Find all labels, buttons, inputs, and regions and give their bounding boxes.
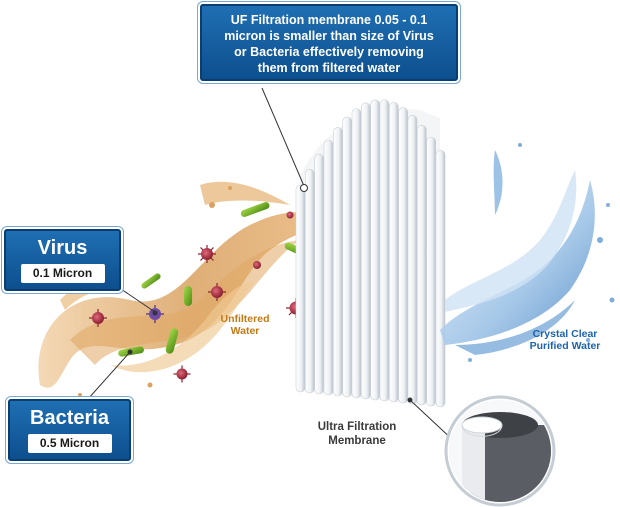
uf-callout-line-4: them from filtered water	[257, 61, 401, 75]
membrane-tube	[426, 136, 436, 407]
membrane-tube	[417, 125, 427, 406]
virus-label-box: Virus 0.1 Micron	[4, 229, 121, 291]
membrane-label-line-2: Membrane	[328, 435, 386, 447]
clean-water-splash	[440, 143, 615, 362]
membrane-tube	[389, 101, 399, 403]
uf-membrane-callout: UF Filtration membrane 0.05 - 0.1 micron…	[200, 4, 458, 81]
membrane-tube	[295, 184, 306, 393]
virus-particle	[89, 309, 107, 327]
virus-title: Virus	[37, 237, 88, 259]
bacteria-label-box: Bacteria 0.5 Micron	[8, 399, 131, 461]
uf-callout-line-3: or Bacteria effectively removing	[234, 45, 424, 59]
virus-particle	[208, 283, 226, 301]
membrane-tube	[370, 99, 380, 401]
membrane-label-line-1: Ultra Filtration	[317, 421, 397, 433]
purified-label-line-2: Purified Water	[529, 340, 601, 352]
membrane-pointer-dot	[407, 397, 413, 403]
bacteria-pointer-dot	[127, 349, 133, 355]
membrane-tube	[342, 116, 352, 398]
membrane-tube	[435, 149, 446, 408]
membrane-tube	[407, 115, 418, 405]
purified-label-line-1: Crystal Clear	[532, 328, 598, 340]
membrane-tube	[361, 102, 371, 400]
membrane-tube	[314, 153, 324, 395]
membrane-tube	[398, 107, 408, 404]
membrane-tube	[305, 169, 315, 394]
ultra-filtration-membrane	[295, 99, 446, 408]
membrane-tube	[333, 127, 343, 397]
pointer-lines	[87, 87, 471, 457]
unfiltered-label-line-2: Water	[230, 325, 260, 337]
unfiltered-water-label: Unfiltered Water	[215, 313, 275, 337]
bacteria-title: Bacteria	[30, 407, 109, 429]
membrane-tube	[323, 139, 334, 396]
virus-particle	[286, 211, 294, 219]
uf-pointer-dot	[300, 184, 308, 192]
membrane-tube	[379, 99, 390, 402]
membrane-tube	[351, 108, 362, 399]
uf-callout-line-1: UF Filtration membrane 0.05 - 0.1	[230, 13, 428, 27]
virus-particle	[253, 261, 261, 269]
membrane-label: Ultra Filtration Membrane	[302, 420, 412, 448]
membrane-cross-section	[444, 395, 556, 507]
unfiltered-label-line-1: Unfiltered	[220, 313, 270, 325]
uf-callout-line-2: micron is smaller than size of Virus	[224, 29, 434, 43]
virus-particle	[173, 365, 191, 383]
virus-particle	[198, 245, 216, 263]
bacteria-size: 0.5 Micron	[27, 434, 112, 453]
purified-water-label: Crystal Clear Purified Water	[520, 328, 610, 352]
virus-size: 0.1 Micron	[20, 264, 105, 283]
virus-pointer-dot	[152, 310, 158, 316]
